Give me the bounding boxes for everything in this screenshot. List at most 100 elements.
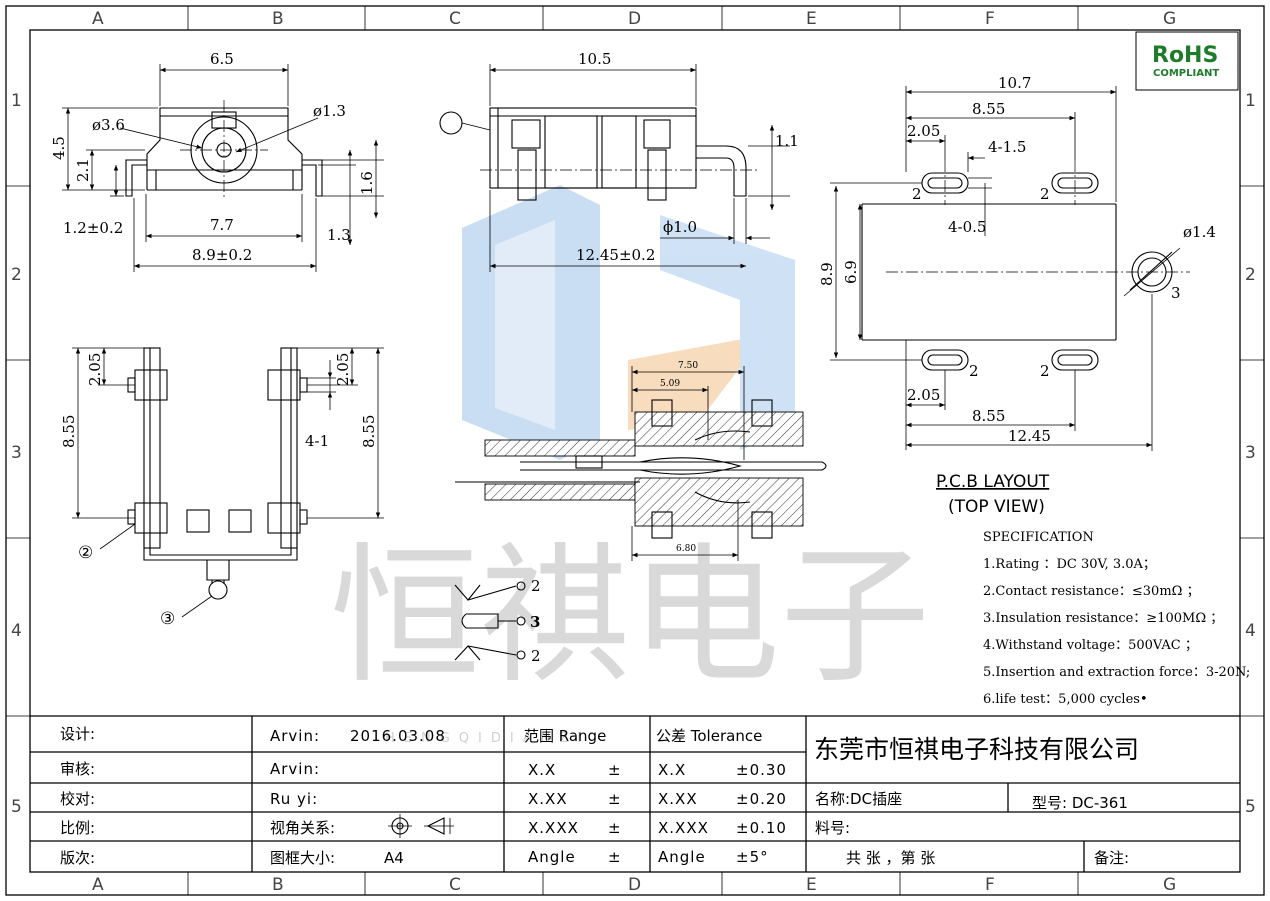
dim-pcb-total-width: 10.7 xyxy=(998,74,1031,92)
spec-item-3: 3.Insulation resistance：≥100MΩ ； xyxy=(983,611,1223,626)
tb-label-review: 审核: xyxy=(60,760,95,778)
watermark-text: 恒祺电子 xyxy=(330,530,930,704)
watermark: 恒祺电子 HENGQIDIANZI xyxy=(330,185,930,746)
dim-section-d2: 5.09 xyxy=(660,379,680,389)
dim-bottom-pitch: 4-1 xyxy=(305,432,329,450)
dim-front-inner-height: 2.1 xyxy=(74,158,92,182)
spec-item-5: 5.Insertion and extraction force：3-20N; xyxy=(983,665,1250,680)
watermark-logo xyxy=(462,185,795,460)
tb-pm-4: ± xyxy=(608,848,622,866)
grid-col-b: B xyxy=(272,9,284,29)
pcb-pad-label-2: 2 xyxy=(1040,185,1050,203)
dim-section-d3: 6.80 xyxy=(676,544,696,554)
tb-pm-2: ± xyxy=(608,790,622,808)
grid-col-f: F xyxy=(985,9,995,29)
grid-row-5: 5 xyxy=(11,797,22,817)
spec-title: SPECIFICATION xyxy=(983,530,1094,545)
pcb-pad-label-3: 2 xyxy=(969,362,979,380)
tb-tol-label-1: X.X xyxy=(658,761,686,779)
tb-range-3: X.XXX xyxy=(528,819,579,837)
schematic-pin-mid: 3 xyxy=(530,613,540,631)
grid-col-g-bottom: G xyxy=(1163,875,1176,895)
schematic: 2 3 2 xyxy=(454,577,541,665)
tb-tol-label-2: X.XX xyxy=(658,790,698,808)
dim-bottom-length-left: 8.55 xyxy=(60,415,78,448)
grid-row-5-right: 5 xyxy=(1245,797,1256,817)
pcb-hole-label: 3 xyxy=(1171,284,1181,302)
tb-material-label: 料号: xyxy=(815,819,850,837)
dim-pcb-hole: ø1.4 xyxy=(1183,223,1216,241)
grid-col-b-bottom: B xyxy=(272,875,284,895)
rohs-subtitle: COMPLIANT xyxy=(1153,68,1219,79)
grid-col-e-bottom: E xyxy=(806,875,817,895)
dim-pcb-bottom-total: 12.45 xyxy=(1008,427,1051,445)
dim-pcb-bottom-span: 8.55 xyxy=(972,407,1005,425)
grid-row-2-right: 2 xyxy=(1245,265,1256,285)
schematic-pin-bot: 2 xyxy=(531,647,541,665)
tb-remarks-label: 备注: xyxy=(1094,849,1129,867)
watermark-latin: HENGQIDIANZI xyxy=(385,731,590,746)
side-view: 10.5 1.1 ϕ1.0 12.45±0.2 xyxy=(439,50,799,272)
pcb-layout-subtitle: (TOP VIEW) xyxy=(948,497,1045,517)
drawing-frame: A B C D E F G A B C D E F G 1 2 3 4 5 1 … xyxy=(5,5,1265,896)
tb-range-header: 范围 Range xyxy=(524,727,606,745)
tb-tol-value-4: ±5° xyxy=(736,848,769,866)
tb-tol-label-3: X.XXX xyxy=(658,819,709,837)
grid-row-3: 3 xyxy=(11,443,22,463)
grid-col-c: C xyxy=(449,9,461,29)
tb-review-by: Arvin: xyxy=(270,760,320,778)
spec-item-2: 2.Contact resistance：≤30mΩ ； xyxy=(983,584,1200,599)
dim-pcb-inner-height: 6.9 xyxy=(842,260,860,284)
dim-front-height: 4.5 xyxy=(50,136,68,160)
tb-range-1: X.X xyxy=(528,761,556,779)
dim-section-d1: 7.50 xyxy=(678,361,698,371)
schematic-pin-top: 2 xyxy=(531,577,541,595)
callout-2: ② xyxy=(78,543,93,563)
section-view: 7.50 5.09 6.80 xyxy=(455,361,827,561)
tb-range-2: X.XX xyxy=(528,790,568,808)
grid-col-a-bottom: A xyxy=(92,875,104,895)
tb-tol-value-3: ±0.10 xyxy=(736,819,787,837)
tb-label-scale: 比例: xyxy=(60,819,95,837)
tb-frame-size-label: 图框大小: xyxy=(270,849,335,867)
grid-row-1: 1 xyxy=(11,91,22,111)
grid-col-d-bottom: D xyxy=(628,875,641,895)
projection-symbol xyxy=(388,814,454,838)
tb-company: 东莞市恒祺电子科技有限公司 xyxy=(814,735,1139,764)
grid-col-a: A xyxy=(92,9,104,29)
tb-design-date: 2016.03.08 xyxy=(350,727,446,745)
tb-label-version: 版次: xyxy=(60,849,95,867)
front-view: 6.5 ø3.6 ø1.3 4.5 2.1 1.6 1.2±0.2 7.7 8.… xyxy=(50,50,384,272)
tb-tolerance-header: 公差 Tolerance xyxy=(656,727,762,745)
dim-bottom-top-offset-left: 2.05 xyxy=(86,353,104,386)
grid-row-3-right: 3 xyxy=(1245,443,1256,463)
tb-label-check: 校对: xyxy=(60,790,95,808)
dim-front-pin-height: 1.2±0.2 xyxy=(63,219,123,237)
tb-check-by: Ru yi: xyxy=(270,790,318,808)
rohs-badge: RoHS COMPLIANT xyxy=(1135,31,1239,91)
tb-label-design: 设计: xyxy=(60,725,95,743)
tb-name-label: 名称:DC插座 xyxy=(815,790,902,808)
tb-frame-size: A4 xyxy=(384,849,404,867)
pcb-layout-title: P.C.B LAYOUT xyxy=(936,472,1050,492)
tb-range-4: Angle xyxy=(528,848,576,866)
dim-side-total-length: 12.45±0.2 xyxy=(576,246,655,264)
dim-front-base-width: 8.9±0.2 xyxy=(192,246,252,264)
dim-pcb-slot-span: 8.55 xyxy=(972,100,1005,118)
bottom-view: 2.05 8.55 2.05 8.55 4-1 ② ③ xyxy=(60,347,384,629)
tb-model-label: 型号: DC-361 xyxy=(1032,794,1128,812)
dim-front-inner-width: 7.7 xyxy=(210,216,234,234)
dim-front-pin-offset: 1.3 xyxy=(327,226,351,244)
title-block: 设计: 审核: 校对: 比例: 版次: Arvin: 2016.03.08 Ar… xyxy=(30,715,1240,872)
tb-tol-value-2: ±0.20 xyxy=(736,790,787,808)
pcb-layout: 10.7 8.55 2.05 4-1.5 4-0.5 ø1.4 8.9 6.9 … xyxy=(818,74,1216,517)
grid-col-d: D xyxy=(628,9,641,29)
spec-item-6: 6.life test：5,000 cycles• xyxy=(983,692,1148,707)
rohs-title: RoHS xyxy=(1152,43,1218,68)
grid-col-e: E xyxy=(806,9,817,29)
pcb-pad-label-1: 2 xyxy=(912,185,922,203)
tb-pm-1: ± xyxy=(608,761,622,779)
grid-row-2: 2 xyxy=(11,265,22,285)
dim-side-pin-height: 1.1 xyxy=(775,132,799,150)
